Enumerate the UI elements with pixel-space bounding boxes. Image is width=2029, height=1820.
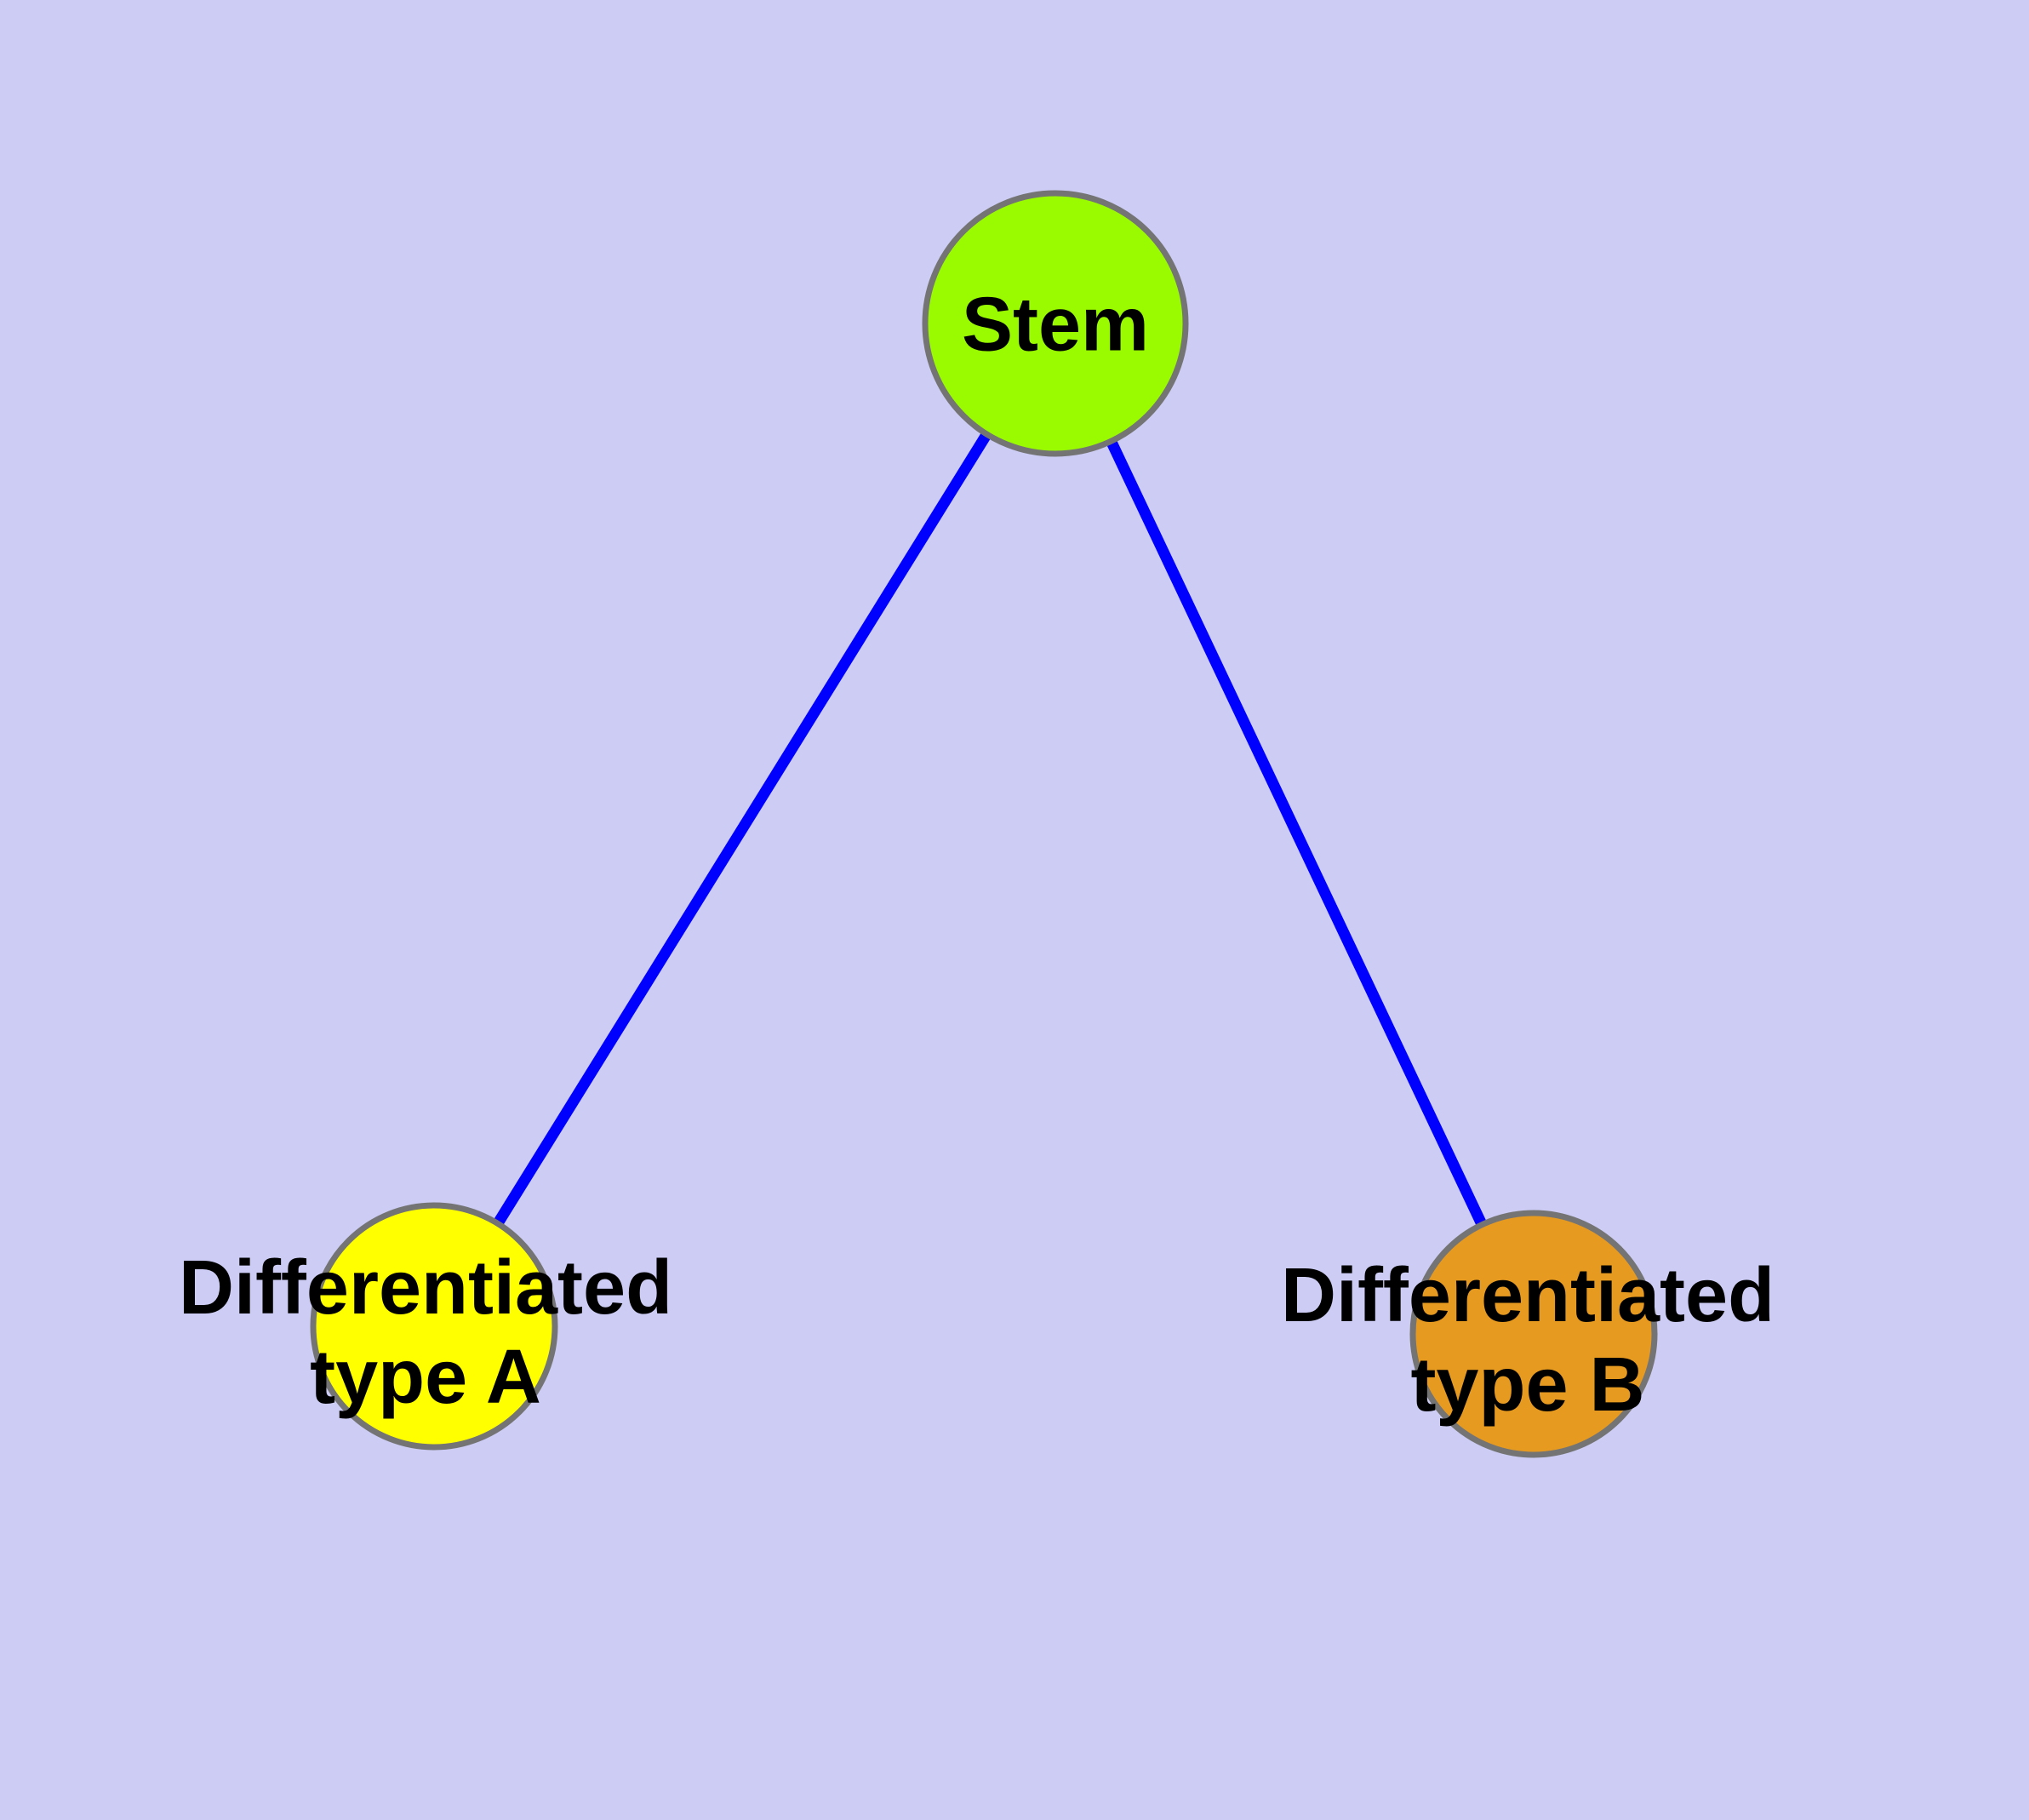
node-stem-label: Stem	[961, 282, 1150, 368]
edge-stem-to-type-a	[429, 320, 1060, 1330]
node-type-b-circle	[1409, 1210, 1658, 1458]
node-type-a-label: Differentiated type A	[178, 1245, 673, 1420]
node-stem-circle	[922, 190, 1189, 457]
node-type-b-label: Differentiated type B	[1280, 1253, 1775, 1428]
node-type-a-circle	[310, 1202, 558, 1451]
edge-stem-to-type-b	[1050, 321, 1539, 1336]
